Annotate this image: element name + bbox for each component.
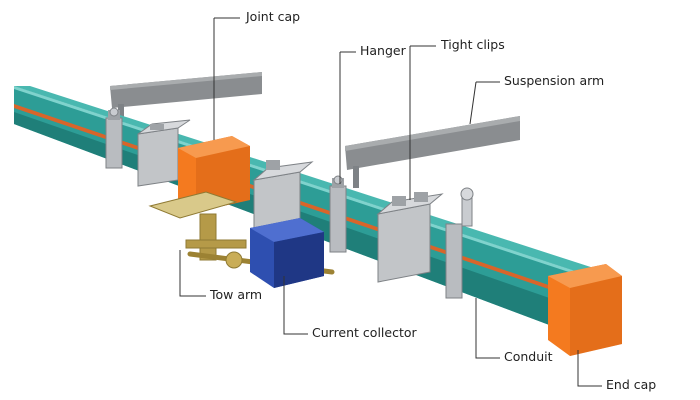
tight-clip-1 bbox=[137, 119, 191, 187]
hanger-left bbox=[105, 107, 123, 169]
label-current-collector: Current collector bbox=[312, 325, 417, 340]
suspension-arm-right bbox=[345, 116, 520, 188]
leader-lines bbox=[179, 17, 602, 387]
label-conduit: Conduit bbox=[504, 349, 553, 364]
label-hanger: Hanger bbox=[360, 43, 406, 58]
hanger-far-right bbox=[445, 187, 474, 299]
label-tight-clips: Tight clips bbox=[441, 37, 505, 52]
current-collector bbox=[250, 218, 324, 288]
label-end-cap: End cap bbox=[606, 377, 657, 392]
tight-clip-3 bbox=[376, 192, 444, 283]
end-cap bbox=[548, 264, 622, 356]
hanger-right bbox=[329, 175, 347, 253]
label-suspension-arm: Suspension arm bbox=[504, 73, 605, 88]
suspension-arm-left bbox=[110, 72, 262, 124]
label-joint-cap: Joint cap bbox=[246, 9, 301, 24]
label-tow-arm: Tow arm bbox=[210, 287, 263, 302]
